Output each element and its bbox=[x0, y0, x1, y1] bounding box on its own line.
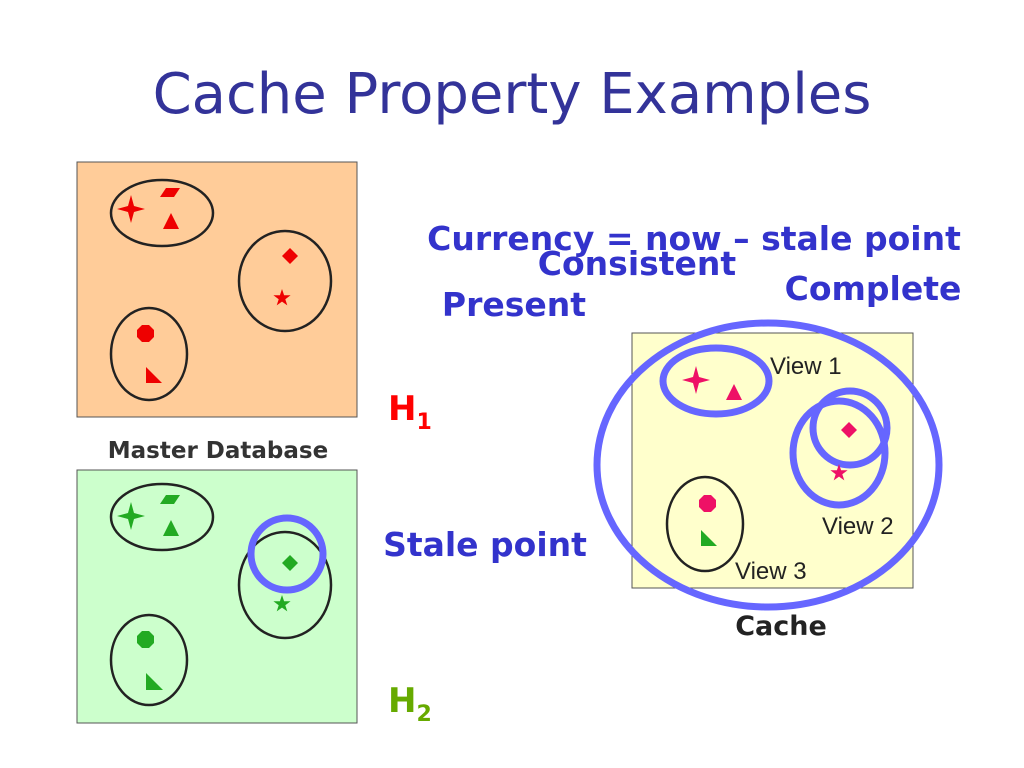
group-ellipse bbox=[109, 482, 215, 552]
view2-label: View 2 bbox=[822, 513, 894, 540]
right-triangle-icon bbox=[146, 367, 162, 383]
group-ellipse bbox=[237, 229, 333, 333]
four-point-star-icon bbox=[117, 502, 145, 530]
cache: View 1 View 2 View 3 bbox=[593, 319, 943, 611]
group-ellipse bbox=[109, 178, 215, 248]
h2-subscript: 2 bbox=[416, 702, 431, 727]
view3-label: View 3 bbox=[735, 558, 807, 585]
triangle-icon bbox=[726, 384, 742, 400]
view2-inner-ring bbox=[809, 387, 891, 469]
stale-point-label: Stale point bbox=[383, 525, 587, 564]
parallelogram-icon bbox=[160, 188, 180, 197]
view1-label: View 1 bbox=[770, 353, 842, 380]
cache-consistency-ring bbox=[593, 319, 943, 611]
present-label: Present bbox=[442, 285, 586, 324]
group-ellipse bbox=[109, 613, 189, 707]
right-triangle-icon bbox=[146, 673, 163, 690]
triangle-icon bbox=[163, 520, 179, 536]
octagon-icon bbox=[137, 325, 154, 342]
group-ellipse bbox=[237, 530, 333, 640]
page-title: Cache Property Examples bbox=[153, 62, 872, 127]
cache-label: Cache bbox=[735, 611, 827, 642]
diamond-icon bbox=[841, 422, 857, 438]
h1-base: H bbox=[388, 389, 416, 429]
currency-label: Currency = now – stale point bbox=[427, 219, 961, 258]
h2-database-box bbox=[76, 469, 358, 724]
view2-ring bbox=[789, 397, 889, 509]
complete-label: Complete bbox=[785, 269, 962, 308]
h1-subscript: 1 bbox=[416, 410, 431, 435]
h2-label: H2 bbox=[388, 681, 432, 727]
group-ellipse bbox=[109, 306, 189, 402]
four-point-star-icon bbox=[682, 366, 710, 394]
parallelogram-icon bbox=[160, 495, 180, 504]
diamond-icon bbox=[282, 248, 298, 264]
star-icon bbox=[830, 464, 848, 481]
consistent-label: Consistent bbox=[538, 244, 737, 283]
four-point-star-icon bbox=[117, 195, 145, 223]
view3-ellipse bbox=[665, 475, 745, 573]
h1-label: H1 bbox=[388, 389, 432, 435]
master-database-box bbox=[76, 161, 358, 418]
view1-ring bbox=[659, 344, 773, 418]
triangle-icon bbox=[163, 213, 179, 229]
diamond-icon bbox=[282, 555, 298, 571]
master-database-h1 bbox=[76, 161, 358, 418]
stale-point-ring bbox=[247, 514, 327, 594]
right-triangle-icon bbox=[701, 530, 717, 546]
star-icon bbox=[273, 289, 291, 306]
star-icon bbox=[273, 595, 291, 612]
octagon-icon bbox=[699, 495, 716, 512]
octagon-icon bbox=[137, 631, 154, 648]
master-database-label: Master Database bbox=[108, 438, 328, 464]
master-database-h2 bbox=[76, 469, 358, 724]
h2-base: H bbox=[388, 681, 416, 721]
